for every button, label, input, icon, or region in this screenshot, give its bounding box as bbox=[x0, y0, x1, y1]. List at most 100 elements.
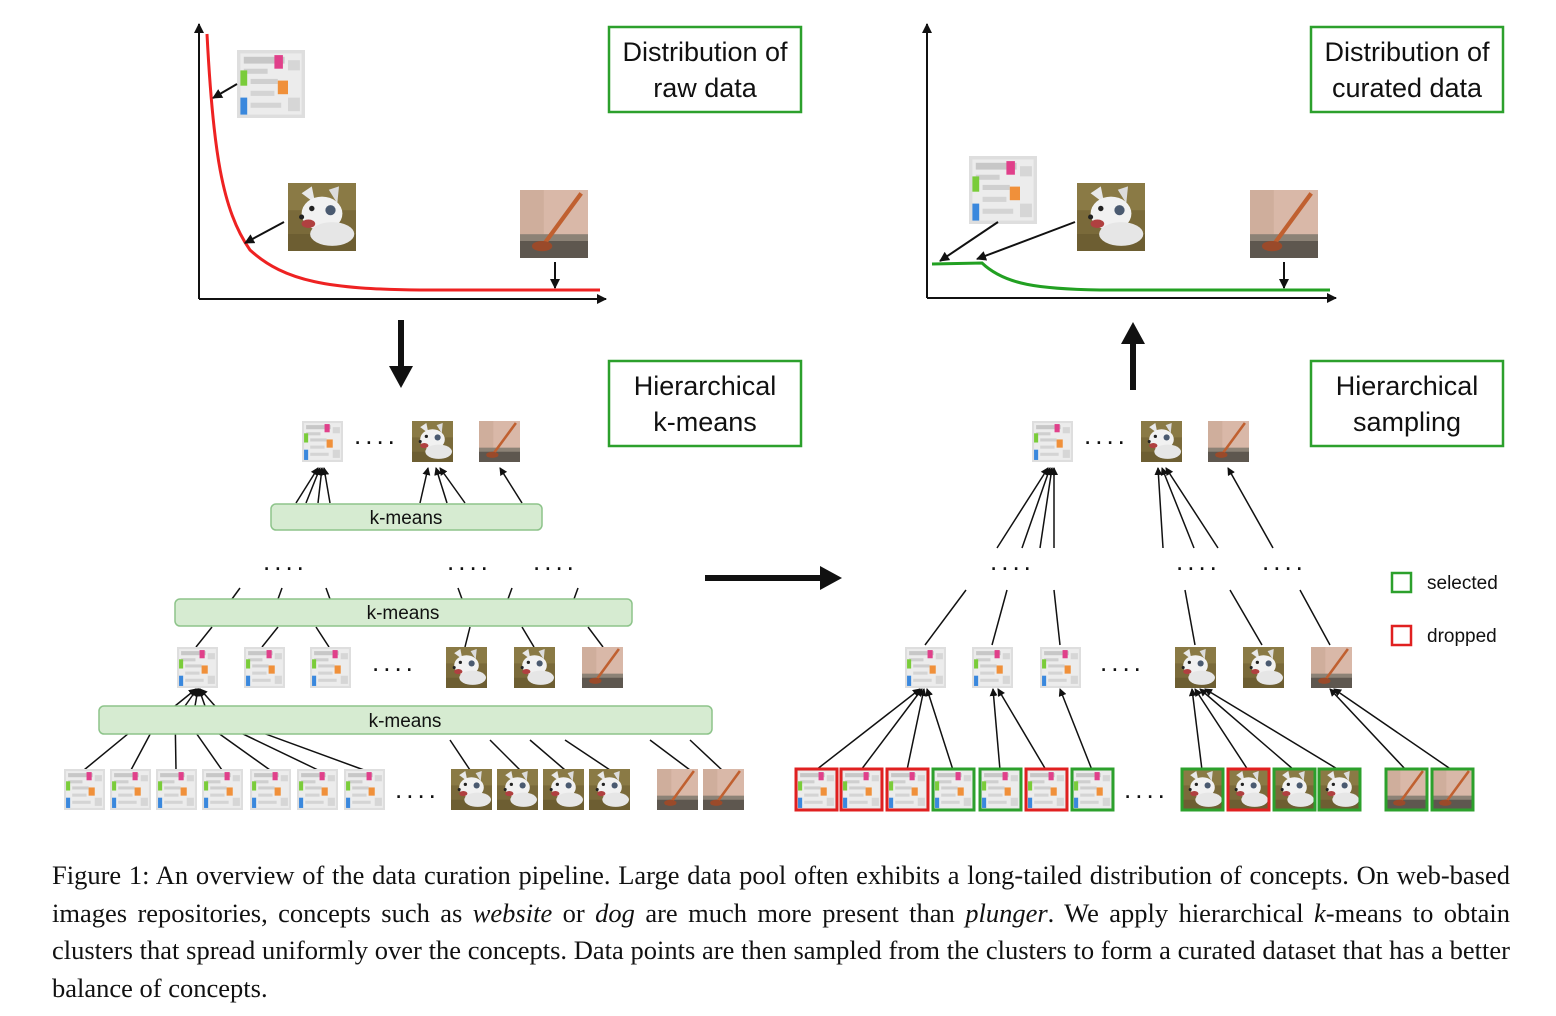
plunger-thumbnail-icon bbox=[1208, 421, 1249, 462]
caption-text: or bbox=[552, 897, 596, 928]
website-thumbnail-icon bbox=[905, 647, 946, 688]
legend-dropped-label: dropped bbox=[1427, 626, 1497, 647]
curated-distribution-box: Distribution of curated data bbox=[1309, 25, 1505, 114]
figure-caption: Figure 1: An overview of the data curati… bbox=[52, 857, 1510, 1007]
website-thumbnail-icon bbox=[933, 769, 974, 810]
sampling-tree-edges bbox=[815, 467, 1453, 771]
dog-thumbnail-icon bbox=[514, 647, 555, 688]
hs-box-line2: sampling bbox=[1353, 407, 1461, 437]
curated-distribution-plot bbox=[922, 23, 1337, 303]
website-thumbnail-icon bbox=[796, 769, 837, 810]
raw-long-tail-curve bbox=[205, 33, 600, 292]
selected-border bbox=[931, 767, 976, 812]
dropped-border bbox=[1024, 767, 1069, 812]
dog-thumbnail-icon bbox=[497, 769, 538, 810]
website-thumbnail-icon bbox=[156, 769, 197, 810]
ellipsis: .... bbox=[990, 546, 1035, 576]
kmeans-middle-label: k-means bbox=[367, 603, 440, 624]
caption-emphasis: dog bbox=[595, 897, 635, 928]
ellipsis: .... bbox=[1084, 420, 1129, 450]
caption-emphasis: website bbox=[472, 897, 553, 928]
website-thumbnail-icon bbox=[344, 769, 385, 810]
website-thumbnail-icon bbox=[887, 769, 928, 810]
dog-thumbnail-icon bbox=[1077, 183, 1145, 251]
dog-thumbnail-icon bbox=[1182, 769, 1223, 810]
dog-thumbnail-icon bbox=[1243, 647, 1284, 688]
selected-border bbox=[1430, 767, 1475, 812]
curated-box-line1: Distribution of bbox=[1324, 37, 1490, 67]
website-thumbnail-icon bbox=[250, 769, 291, 810]
curated-balanced-curve bbox=[931, 261, 1330, 292]
selected-border bbox=[1384, 767, 1429, 812]
website-thumbnail-icon bbox=[841, 769, 882, 810]
website-thumbnail-icon bbox=[310, 647, 351, 688]
dog-thumbnail-icon bbox=[589, 769, 630, 810]
plunger-thumbnail-icon bbox=[479, 421, 520, 462]
dog-thumbnail-icon bbox=[1274, 769, 1315, 810]
website-thumbnail-icon bbox=[244, 647, 285, 688]
plunger-thumbnail-icon bbox=[1250, 190, 1318, 258]
website-thumbnail-icon bbox=[1032, 421, 1073, 462]
caption-emphasis: k bbox=[1314, 897, 1326, 928]
dog-thumbnail-icon bbox=[1141, 421, 1182, 462]
kmeans-middle-bar: k-means bbox=[174, 598, 633, 627]
ellipsis: .... bbox=[354, 420, 399, 450]
raw-distribution-plot bbox=[194, 23, 607, 304]
legend-dropped-swatch bbox=[1390, 624, 1413, 647]
website-thumbnail-icon bbox=[202, 769, 243, 810]
flow-arrows bbox=[389, 320, 1145, 590]
raw-distribution-box: Distribution of raw data bbox=[607, 25, 803, 114]
right-arrow-head bbox=[820, 566, 842, 590]
ellipsis: .... bbox=[447, 546, 492, 576]
raw-box-line2: raw data bbox=[653, 73, 758, 103]
dropped-border bbox=[885, 767, 930, 812]
plunger-thumbnail-icon bbox=[582, 647, 623, 688]
dropped-border bbox=[839, 767, 884, 812]
kmeans-top-label: k-means bbox=[370, 508, 443, 529]
website-thumbnail-icon bbox=[64, 769, 105, 810]
plunger-thumbnail-icon bbox=[703, 769, 744, 810]
kmeans-top-bar: k-means bbox=[270, 503, 543, 531]
ellipsis: .... bbox=[1262, 546, 1307, 576]
pipeline-diagram: Distribution of raw data Distribution of… bbox=[64, 23, 1505, 812]
website-thumbnail-icon bbox=[177, 647, 218, 688]
dog-thumbnail-icon bbox=[1228, 769, 1269, 810]
ellipsis: .... bbox=[372, 647, 417, 677]
kmeans-bottom-bar: k-means bbox=[98, 705, 713, 735]
up-arrow-head bbox=[1121, 322, 1145, 344]
selected-border bbox=[1180, 767, 1225, 812]
website-thumbnail-icon bbox=[980, 769, 1021, 810]
sampling-tree: .... .... .... .... .... .... bbox=[794, 420, 1475, 812]
ellipsis: .... bbox=[1100, 647, 1145, 677]
ellipsis: .... bbox=[263, 546, 308, 576]
website-thumbnail-icon bbox=[969, 156, 1037, 224]
legend-selected-label: selected bbox=[1427, 573, 1498, 594]
plunger-thumbnail-icon bbox=[657, 769, 698, 810]
dog-thumbnail-icon bbox=[1319, 769, 1360, 810]
plunger-thumbnail-icon bbox=[520, 190, 588, 258]
hs-box-line1: Hierarchical bbox=[1336, 371, 1479, 401]
legend-selected-swatch bbox=[1390, 571, 1413, 594]
raw-box-line1: Distribution of bbox=[622, 37, 788, 67]
ellipsis: .... bbox=[1124, 774, 1169, 804]
caption-text: . We apply hierarchical bbox=[1047, 897, 1315, 928]
dog-thumbnail-icon bbox=[412, 421, 453, 462]
curated-box-line2: curated data bbox=[1332, 73, 1483, 103]
ellipsis: .... bbox=[533, 546, 578, 576]
down-arrow-head bbox=[389, 366, 413, 388]
ellipsis: .... bbox=[395, 774, 440, 804]
website-thumbnail-icon bbox=[297, 769, 338, 810]
dog-thumbnail-icon bbox=[446, 647, 487, 688]
caption-emphasis: plunger bbox=[965, 897, 1048, 928]
dropped-border bbox=[1226, 767, 1271, 812]
website-thumbnail-icon bbox=[237, 50, 305, 118]
kmeans-bottom-label: k-means bbox=[369, 711, 442, 732]
sampled-leaves bbox=[794, 767, 1475, 812]
curated-dog-arrow bbox=[976, 221, 1076, 261]
website-thumbnail-icon bbox=[1026, 769, 1067, 810]
plunger-thumbnail-icon bbox=[1386, 769, 1427, 810]
curated-website-arrow bbox=[939, 221, 999, 262]
website-thumbnail-icon bbox=[302, 421, 343, 462]
kmeans-tree: k-means k-means k-means .... .... .... .… bbox=[64, 420, 744, 810]
hierarchical-sampling-box: Hierarchical sampling bbox=[1309, 359, 1505, 448]
